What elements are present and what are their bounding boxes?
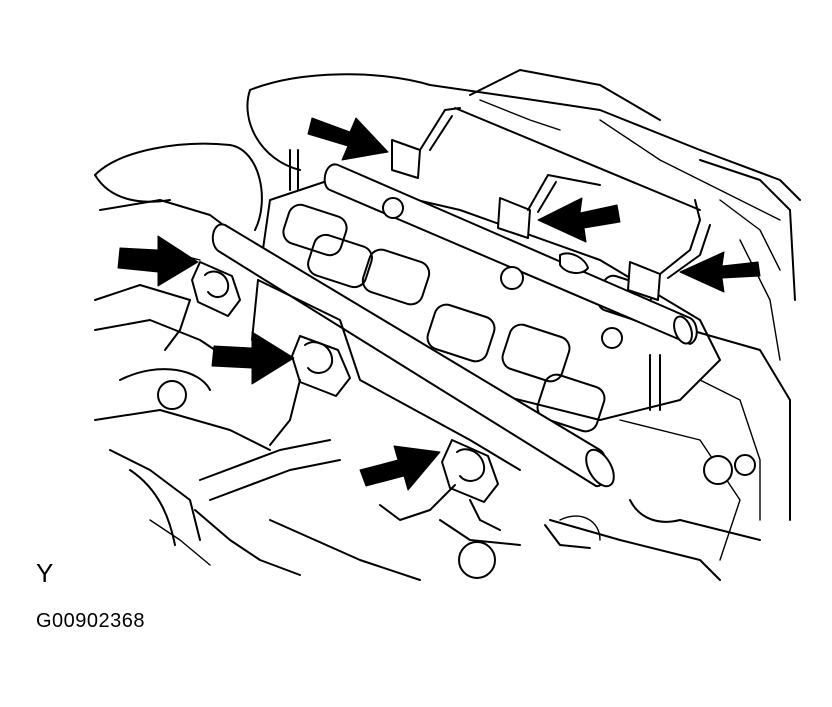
arrow-front-injector-1: [117, 235, 199, 287]
engine-background-outline: [94, 69, 801, 581]
figure-id: G00902368: [36, 610, 146, 632]
arrow-rear-injector-3: [679, 251, 761, 293]
view-label: Y: [36, 558, 54, 588]
front-fuel-rail: [164, 223, 615, 531]
indicator-arrows: [117, 117, 761, 491]
arrow-rear-injector-1: [307, 117, 389, 161]
arrow-front-injector-2: [211, 331, 295, 385]
arrow-rear-injector-2: [537, 197, 621, 243]
intake-port-openings: [259, 179, 721, 433]
rear-fuel-rail: [323, 107, 711, 349]
arrow-front-injector-3: [359, 445, 441, 491]
